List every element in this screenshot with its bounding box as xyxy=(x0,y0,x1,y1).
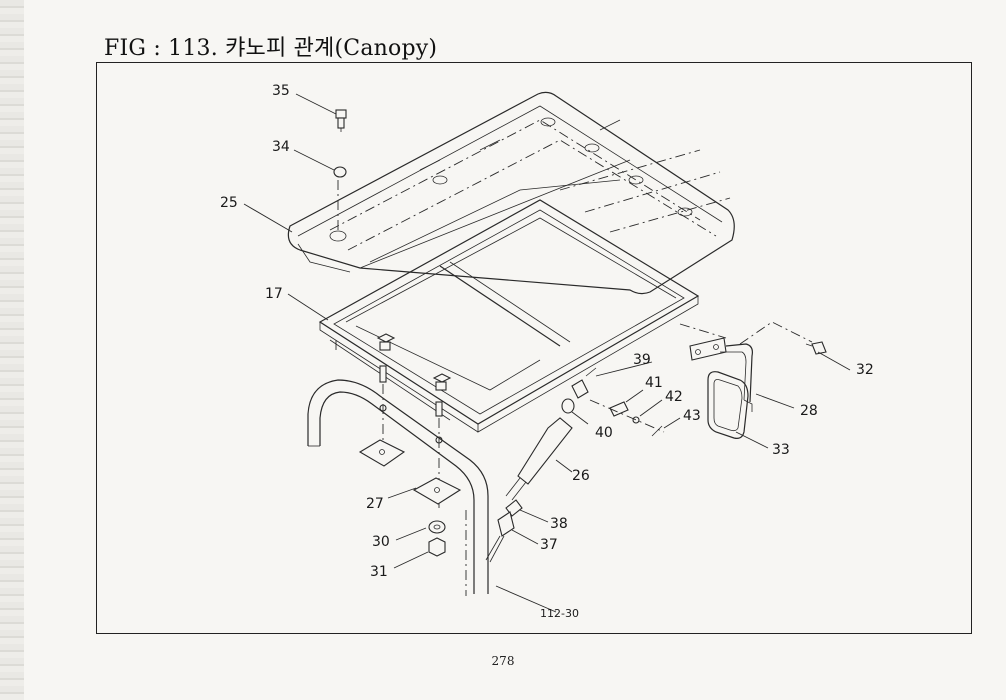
callout-32: 32 xyxy=(856,362,874,378)
callout-34: 34 xyxy=(272,139,290,155)
mounting-studs xyxy=(379,365,443,512)
leader-lines xyxy=(243,93,851,613)
callout-37: 37 xyxy=(540,537,558,553)
washer-part-34 xyxy=(333,166,347,232)
canopy-roof-part-25 xyxy=(287,91,735,295)
bolt-part-35 xyxy=(335,109,347,132)
callout-43: 43 xyxy=(683,408,701,424)
callout-labels: 35 34 25 17 32 39 41 42 43 28 40 33 26 2… xyxy=(220,83,874,620)
callout-27: 27 xyxy=(366,496,384,512)
washer-part-30 xyxy=(428,520,446,534)
mirror-part-33 xyxy=(707,371,753,439)
mirror-bracket-part-28 xyxy=(679,321,813,403)
nut-part-31 xyxy=(428,537,446,557)
callout-35: 35 xyxy=(272,83,290,99)
bracket-part-39 xyxy=(571,367,597,399)
callout-39: 39 xyxy=(633,352,651,368)
diagram-frame xyxy=(96,62,972,634)
frame-brackets xyxy=(376,333,452,391)
callout-28: 28 xyxy=(800,403,818,419)
bracket-part-37 xyxy=(485,511,515,563)
callout-25: 25 xyxy=(220,195,238,211)
gas-spring-part-26 xyxy=(505,398,575,501)
roll-cage-frame xyxy=(307,379,489,596)
callout-40: 40 xyxy=(595,425,613,441)
callout-ref-112-30: 112-30 xyxy=(540,607,579,620)
callout-42: 42 xyxy=(665,389,683,405)
callout-31: 31 xyxy=(370,564,388,580)
callout-38: 38 xyxy=(550,516,568,532)
binding-margin xyxy=(0,0,24,700)
page-number: 278 xyxy=(491,654,515,668)
mounting-plate-part-27 xyxy=(358,439,462,505)
pin-part-41-42-43 xyxy=(589,399,665,437)
callout-30: 30 xyxy=(372,534,390,550)
callout-33: 33 xyxy=(772,442,790,458)
callout-26: 26 xyxy=(572,468,590,484)
callout-17: 17 xyxy=(265,286,283,302)
callout-41: 41 xyxy=(645,375,663,391)
bolt-part-32 xyxy=(805,341,827,355)
figure-title: FIG : 113. 캬노피 관계(Canopy) xyxy=(104,36,438,61)
window-frame-part-17 xyxy=(318,199,700,433)
